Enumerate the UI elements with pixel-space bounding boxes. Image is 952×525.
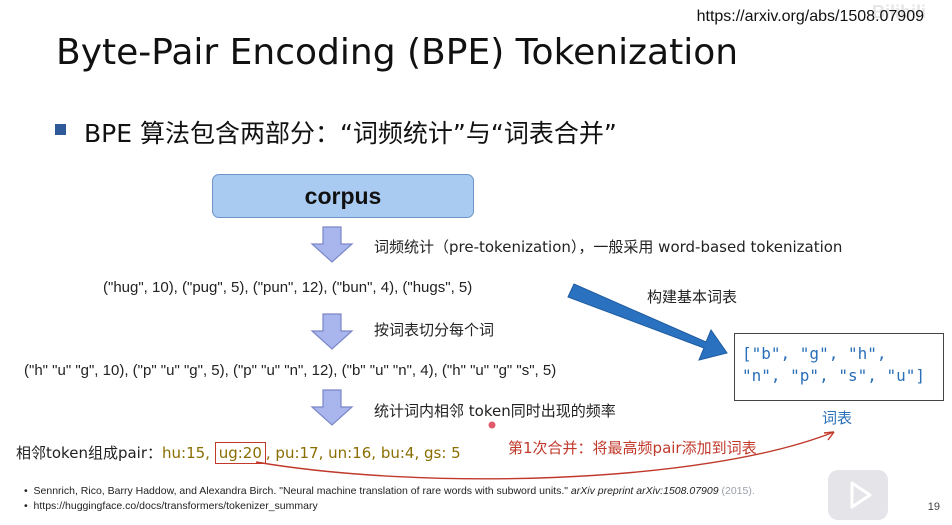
reference-1-text: Sennrich, Rico, Barry Haddow, and Alexan…	[33, 485, 568, 497]
pair-frequencies: 相邻token组成pair：hu:15, ug:20, pu:17, un:16…	[16, 442, 461, 464]
cursor-dot	[488, 421, 496, 429]
merge-label: 第1次合并：将最高频pair添加到词表	[508, 439, 757, 457]
pair-hu: hu:15,	[162, 444, 210, 462]
slide-title: Byte-Pair Encoding (BPE) Tokenization	[56, 32, 739, 73]
bullet-square-icon	[55, 124, 66, 135]
vocab-list: ["b", "g", "h", "n", "p", "s", "u"]	[742, 343, 925, 387]
reference-2: • https://huggingface.co/docs/transforme…	[24, 500, 318, 512]
word-frequencies: ("hug", 10), ("pug", 5), ("pun", 12), ("…	[103, 279, 473, 296]
down-arrow-icon	[310, 226, 354, 263]
vocab-box	[734, 333, 944, 401]
vocab-line-1: ["b", "g", "h",	[742, 344, 887, 363]
step-split-words: 按词表切分每个词	[374, 321, 495, 339]
reference-1-year: (2015).	[721, 485, 755, 497]
play-icon	[850, 481, 872, 509]
watermark-logo: Bilibili	[872, 2, 926, 22]
split-word-list: ("h" "u" "g", 10), ("p" "u" "g", 5), ("p…	[24, 362, 557, 379]
bullet-text: BPE 算法包含两部分：“词频统计”与“词表合并”	[84, 119, 617, 148]
down-arrow-icon	[310, 389, 354, 426]
page-number: 19	[927, 501, 940, 513]
vocab-caption: 词表	[822, 409, 853, 427]
reference-1-journal: arXiv preprint arXiv:1508.07909	[570, 485, 719, 497]
corpus-box: corpus	[212, 174, 474, 218]
pairs-prefix: 相邻token组成pair：	[16, 444, 162, 462]
merge-curve-arrow-icon	[255, 431, 835, 480]
corpus-label: corpus	[304, 182, 382, 209]
step-word-frequency: 词频统计（pre-tokenization），一般采用 word-based t…	[374, 238, 843, 256]
references: • Sennrich, Rico, Barry Haddow, and Alex…	[24, 484, 755, 514]
pair-ug-highlighted: ug:20	[214, 442, 266, 464]
reference-1: • Sennrich, Rico, Barry Haddow, and Alex…	[24, 485, 755, 497]
pair-rest: , pu:17, un:16, bu:4, gs: 5	[265, 444, 461, 462]
play-button[interactable]	[828, 470, 888, 520]
build-vocab-arrow-icon	[567, 283, 728, 361]
vocab-line-2: "n", "p", "s", "u"]	[742, 366, 926, 385]
reference-2-link[interactable]: https://huggingface.co/docs/transformers…	[33, 500, 318, 512]
down-arrow-icon	[310, 313, 354, 350]
build-vocab-label: 构建基本词表	[647, 288, 738, 306]
step-count-pairs: 统计词内相邻 token同时出现的频率	[374, 402, 616, 420]
arxiv-url[interactable]: https://arxiv.org/abs/1508.07909	[696, 8, 924, 25]
